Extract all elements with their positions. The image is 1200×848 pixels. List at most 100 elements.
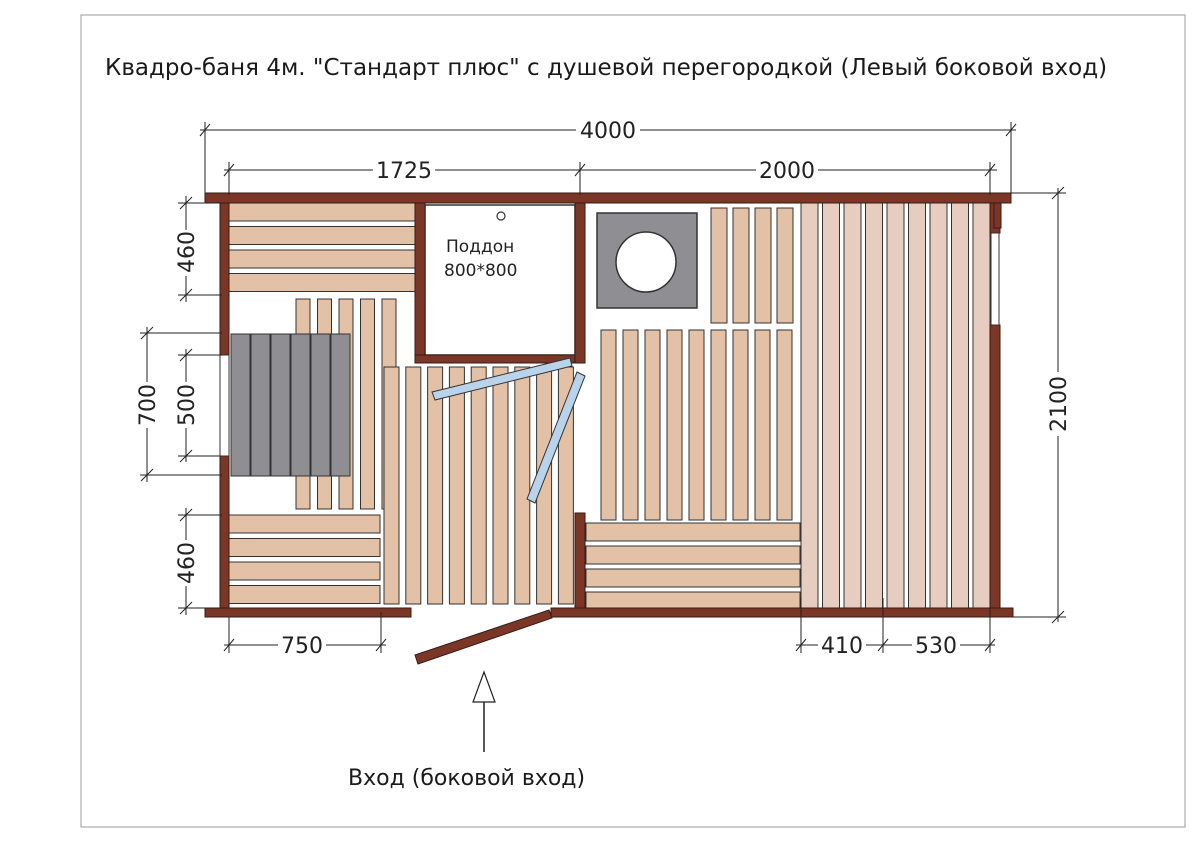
walls xyxy=(204,192,1014,618)
stove-side-board xyxy=(732,207,750,324)
dim-left-room-tick-left xyxy=(223,163,235,177)
floor-grate-board xyxy=(470,366,487,605)
steam-bench-board xyxy=(585,568,801,588)
stove-tank-icon xyxy=(615,231,677,293)
dim-window-inner-label: 500 xyxy=(175,384,200,426)
dim-window-inner-tick-bottom xyxy=(179,449,193,463)
wall-top xyxy=(204,192,1012,204)
entrance-door xyxy=(414,609,553,665)
shower-glass-door xyxy=(431,357,573,401)
bench-bottom-board xyxy=(228,561,381,581)
stove-side-board xyxy=(776,207,794,324)
dim-window-outer-label: 700 xyxy=(136,384,161,426)
gray-step-board xyxy=(330,333,351,477)
dim-shelf-lower-mask xyxy=(818,633,866,657)
dim-shelf-tick-mid xyxy=(877,638,889,652)
dim-total-label: 4000 xyxy=(580,119,636,144)
steam-floor-board xyxy=(710,329,727,521)
dim-bench-width-mask xyxy=(278,633,326,657)
shelf-board xyxy=(908,202,926,609)
dim-total-tick-right xyxy=(1005,123,1017,137)
dim-window-inner-mask xyxy=(174,382,198,428)
tray-label-name: Поддон xyxy=(446,237,514,257)
dim-right-room-label: 2000 xyxy=(759,159,815,184)
stove-side-board xyxy=(710,207,728,324)
floor-grate-board xyxy=(448,366,465,605)
floor-boards xyxy=(228,202,991,611)
floor-grate-board xyxy=(360,298,375,510)
dim-total-mask xyxy=(576,118,640,142)
dim-height-tick-bottom xyxy=(1051,610,1065,624)
steam-floor-board xyxy=(600,329,617,521)
steam-floor-board xyxy=(666,329,683,521)
dim-bench-bottom-mask xyxy=(174,540,198,586)
dim-height-label: 2100 xyxy=(1047,376,1072,432)
dim-bench-width-tick-left xyxy=(223,638,235,652)
dim-bench-width-tick-right xyxy=(375,638,387,652)
dim-left-room-label: 1725 xyxy=(376,159,432,184)
shelf-board xyxy=(929,202,948,609)
shelf-board xyxy=(972,202,991,609)
shelf-board xyxy=(822,202,840,609)
shelf-board xyxy=(886,202,905,609)
dim-shelf-upper-label: 530 xyxy=(915,634,957,659)
entrance-label: Вход (боковой вход) xyxy=(348,766,585,791)
dim-bench-bottom-tick-bottom xyxy=(179,601,193,615)
dim-shelf-tick-left xyxy=(795,638,807,652)
steam-bench-board xyxy=(585,545,801,565)
dim-right-room-mask xyxy=(756,158,818,182)
dim-window-outer-tick-bottom xyxy=(140,468,154,482)
dim-bench-top-tick-top xyxy=(179,196,193,210)
wall-left-top xyxy=(219,202,230,356)
dim-bench-bottom-tick-top xyxy=(179,508,193,522)
dim-bench-width-label: 750 xyxy=(281,634,323,659)
wall-shower-left xyxy=(414,202,426,361)
shelf-board xyxy=(800,202,819,609)
plan-title: Квадро-баня 4м. "Стандарт плюс" с душево… xyxy=(105,55,1107,81)
gray-step-board xyxy=(290,333,311,477)
wall-right-bottom xyxy=(989,324,1001,609)
steam-glass-door xyxy=(526,371,586,504)
floor-grate-board xyxy=(405,366,422,605)
partition-bottom xyxy=(574,512,586,609)
shelf-board xyxy=(865,202,883,609)
dim-height-mask xyxy=(1046,372,1070,436)
dim-window-outer-mask xyxy=(135,382,159,428)
steam-floor-board xyxy=(644,329,661,521)
bench-top-board xyxy=(228,249,416,269)
bench-top-board xyxy=(228,226,416,245)
bench-top-board xyxy=(228,273,416,292)
shelf-board xyxy=(951,202,969,609)
dim-window-outer-tick-top xyxy=(140,326,154,340)
bench-top-board xyxy=(228,202,416,222)
shelf-board xyxy=(843,202,862,609)
wall-right-stub xyxy=(993,202,1002,229)
gray-step-board xyxy=(270,333,291,477)
drain-icon xyxy=(496,211,506,221)
stove-side-board xyxy=(754,207,772,324)
drawing-frame xyxy=(80,14,1186,828)
dim-total-tick-left xyxy=(199,123,211,137)
wall-left-bottom xyxy=(219,455,230,609)
floor-grate-board xyxy=(492,366,509,605)
wall-bottom-left xyxy=(204,607,412,618)
dim-bench-top-mask xyxy=(174,230,198,276)
dim-left-room-mask xyxy=(373,158,435,182)
dim-shelf-lower-label: 410 xyxy=(821,634,863,659)
dim-bench-top-tick-bottom xyxy=(179,288,193,302)
gray-step-board xyxy=(230,333,251,477)
bench-bottom-board xyxy=(228,538,381,557)
dim-shelf-tick-right xyxy=(984,638,996,652)
steam-floor-board xyxy=(732,329,749,521)
shower-tray xyxy=(424,204,576,356)
dim-height-tick-top xyxy=(1051,186,1065,200)
partition-top xyxy=(574,202,586,364)
dim-shelf-upper-mask xyxy=(912,633,960,657)
bench-bottom-board xyxy=(228,585,381,604)
floor-grate-board xyxy=(383,366,400,605)
steam-bench-board xyxy=(585,591,801,611)
window-right xyxy=(990,232,1000,326)
steam-floor-board xyxy=(776,329,793,521)
floor-grate-board xyxy=(514,366,531,605)
